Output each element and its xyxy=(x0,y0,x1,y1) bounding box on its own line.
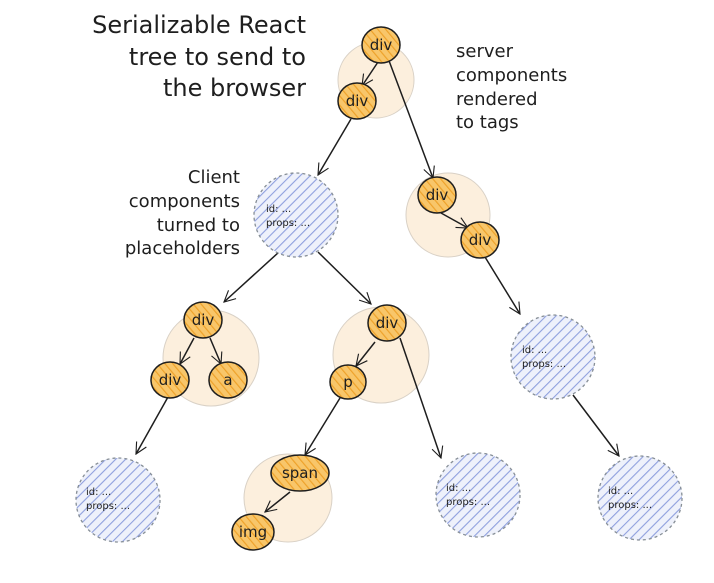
edge-root-to-div2 xyxy=(361,61,379,88)
edge-root-to-right-div xyxy=(387,57,435,180)
title-line-3: the browser xyxy=(162,74,306,103)
placeholder-node-client: id: ... props: ... xyxy=(253,172,339,258)
edge-client-to-mid-div xyxy=(317,251,372,305)
placeholder-props-text: props: ... xyxy=(446,497,490,508)
edge-client-to-left-div xyxy=(223,251,280,303)
title-line-1: Serializable React xyxy=(92,11,306,39)
tag-label: span xyxy=(282,464,318,482)
tag-label: a xyxy=(223,371,232,389)
placeholder-node-bottom-right: id: ... props: ... xyxy=(597,455,683,541)
placeholder-props-text: props: ... xyxy=(608,500,652,511)
tag-label: div xyxy=(159,371,182,389)
edge-right-placeholder-to-placeholder xyxy=(572,394,620,457)
placeholder-id-text: id: ... xyxy=(86,487,111,498)
placeholder-node-bottom-middle: id: ... props: ... xyxy=(435,452,521,538)
placeholder-nodes: id: ... props: ... id: ... props: ... id… xyxy=(75,172,683,543)
placeholder-id-text: id: ... xyxy=(446,483,471,494)
server-note-line-4: to tags xyxy=(456,112,519,134)
tag-label: p xyxy=(343,373,353,391)
edge-div2-to-client xyxy=(317,118,352,177)
tag-node-right-div-2: div xyxy=(460,221,500,259)
title-annotation: Serializable React tree to send to the b… xyxy=(36,10,306,105)
tag-node-left-div-child: div xyxy=(150,361,190,399)
edge-mid-div-to-placeholder xyxy=(399,337,444,460)
edge-left-div-to-placeholder xyxy=(135,396,169,456)
edge-right-div-to-div xyxy=(440,212,470,229)
tag-node-left-div: div xyxy=(183,301,223,339)
tag-node-p: p xyxy=(329,364,367,400)
tag-node-mid-div: div xyxy=(367,304,407,342)
client-note-line-1: Client xyxy=(187,167,240,188)
tag-label: div xyxy=(192,311,215,329)
title-line-2: tree to send to xyxy=(128,42,306,71)
client-note-line-2: components xyxy=(128,190,240,212)
tag-node-img: img xyxy=(231,513,275,551)
client-note-line-3: turned to xyxy=(156,214,240,236)
client-components-annotation: Client components turned to placeholders xyxy=(112,166,240,261)
tag-node-a: a xyxy=(208,361,248,399)
edge-left-div-to-div xyxy=(179,337,195,366)
placeholder-props-text: props: ... xyxy=(86,501,130,512)
tag-label: div xyxy=(469,231,492,249)
tag-node-div-2: div xyxy=(337,82,377,120)
edge-p-to-span xyxy=(304,397,341,457)
tag-label: img xyxy=(239,523,267,541)
server-components-annotation: server components rendered to tags xyxy=(456,40,567,135)
placeholder-id-text: id: ... xyxy=(522,345,547,356)
tag-node-right-div: div xyxy=(417,176,457,214)
tag-node-root-div: div xyxy=(361,26,401,64)
edge-left-div-to-a xyxy=(209,337,223,366)
placeholder-node-right: id: ... props: ... xyxy=(510,314,596,400)
edge-span-to-img xyxy=(264,491,291,513)
tag-label: div xyxy=(370,36,393,54)
server-note-line-1: server xyxy=(456,41,513,62)
placeholder-props-text: props: ... xyxy=(266,218,310,229)
placeholder-id-text: id: ... xyxy=(608,486,633,497)
tag-node-span: span xyxy=(270,454,330,492)
tag-label: div xyxy=(346,92,369,110)
edge-right-div-to-placeholder xyxy=(484,256,521,316)
tag-label: div xyxy=(426,186,449,204)
placeholder-id-text: id: ... xyxy=(266,204,291,215)
tag-label: div xyxy=(376,314,399,332)
edge-mid-div-to-p xyxy=(355,341,376,367)
placeholder-props-text: props: ... xyxy=(522,359,566,370)
server-note-line-3: rendered xyxy=(456,88,538,110)
placeholder-node-bottom-left: id: ... props: ... xyxy=(75,457,161,543)
server-note-line-2: components xyxy=(456,64,568,86)
tag-nodes: div div div div div div div a xyxy=(150,26,500,551)
edges xyxy=(135,57,620,513)
client-note-line-4: placeholders xyxy=(124,238,240,260)
